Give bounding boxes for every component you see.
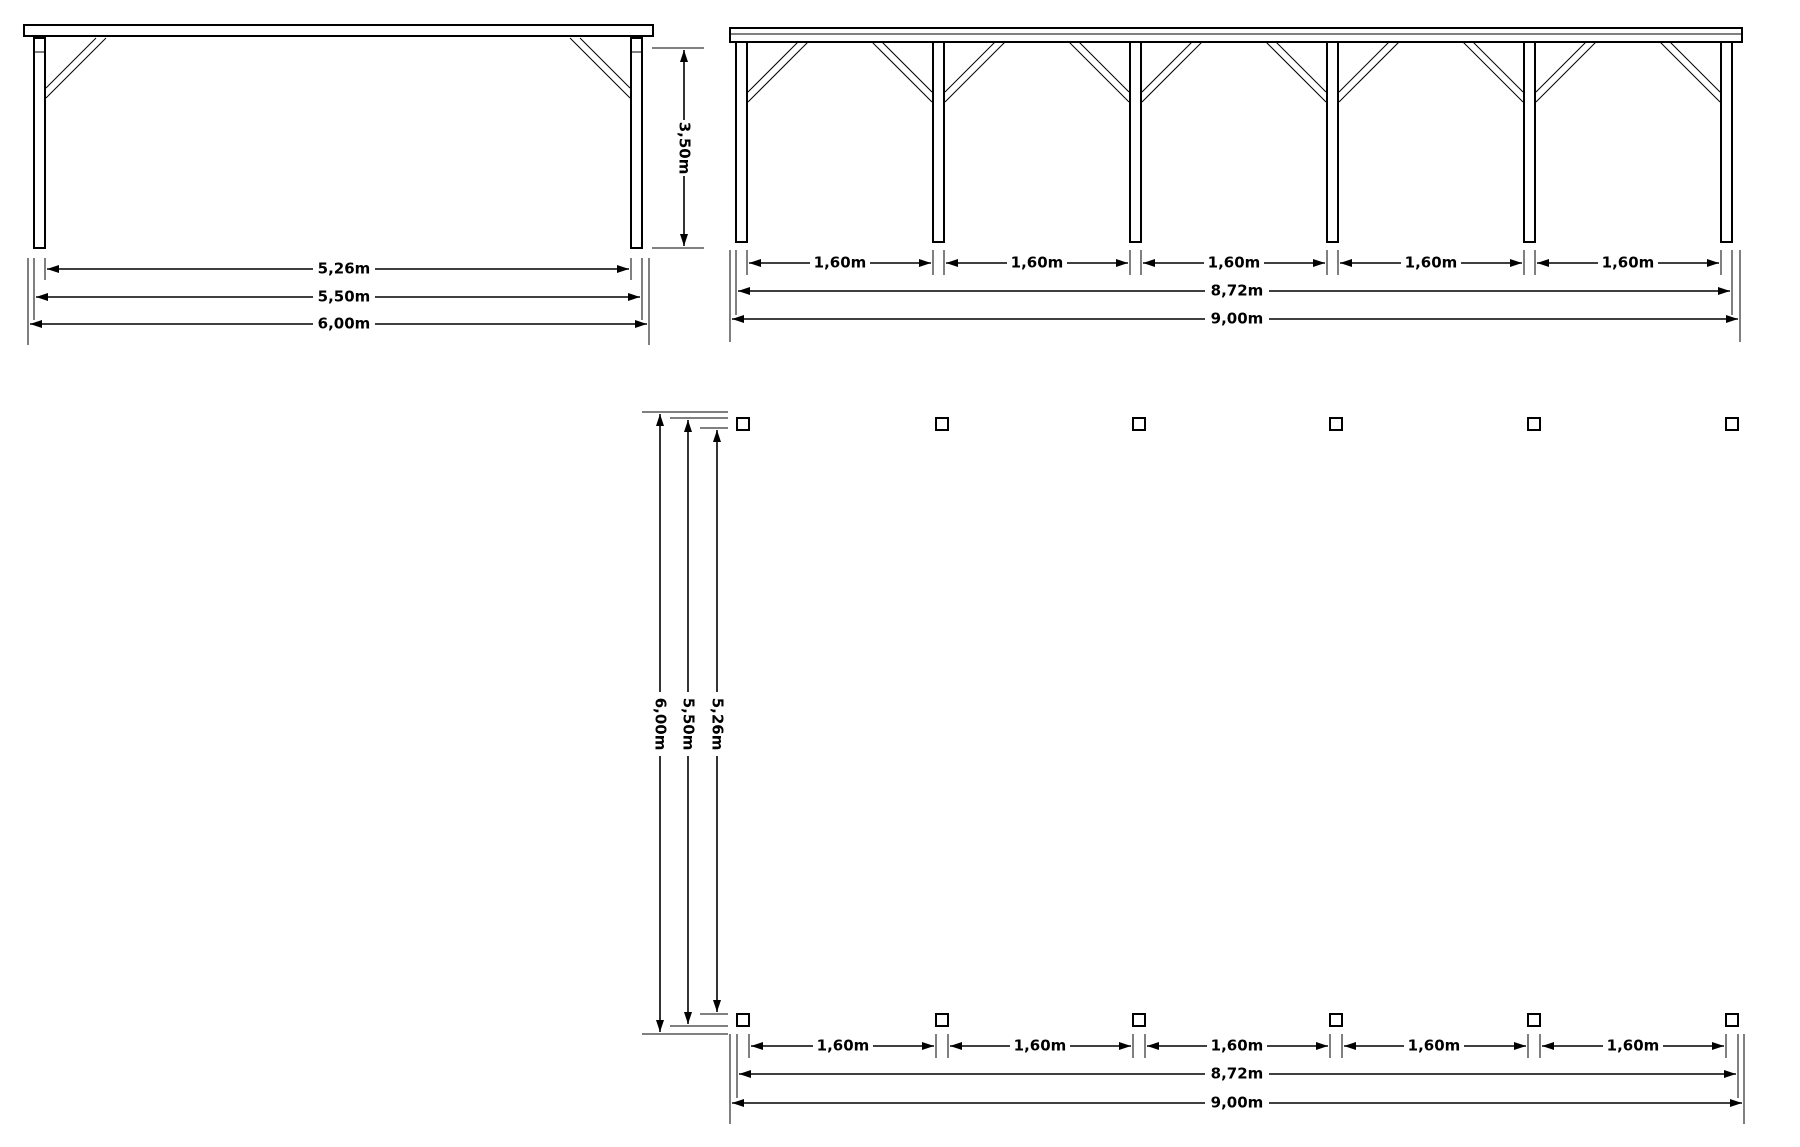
side-brace-right: [569, 37, 631, 99]
side-height-label: 3,50m: [676, 122, 694, 175]
front-post-5: [1523, 41, 1536, 243]
front-span-1: 1,60m: [814, 254, 867, 272]
side-post-left: [33, 37, 46, 249]
front-posts: [735, 41, 1733, 243]
front-dim-872: 8,72m: [1211, 282, 1264, 300]
plan-footing: [736, 1013, 750, 1027]
side-dim-600: 6,00m: [318, 315, 371, 333]
front-post-1: [735, 41, 748, 243]
side-post-right: [630, 37, 643, 249]
plan-footing: [1527, 1013, 1541, 1027]
plan-footing: [1725, 1013, 1739, 1027]
plan-footing: [736, 417, 750, 431]
plan-footing: [935, 417, 949, 431]
front-span-2: 1,60m: [1011, 254, 1064, 272]
plan-footing: [1132, 1013, 1146, 1027]
plan-footing: [1527, 417, 1541, 431]
plan-depth-526: 5,26m: [709, 698, 727, 751]
plan-footing: [935, 1013, 949, 1027]
plan-depth-550: 5,50m: [680, 698, 698, 751]
plan-view: 6,00m 5,50m 5,26m 1,60m 1,60m 1: [642, 411, 1745, 1124]
front-roof-beam: [729, 27, 1743, 43]
plan-footing: [1329, 1013, 1343, 1027]
plan-depth-600: 6,00m: [652, 698, 670, 751]
plan-footings-top: [736, 417, 1739, 431]
side-dim-526: 5,26m: [318, 260, 371, 278]
plan-span-5: 1,60m: [1607, 1037, 1660, 1055]
front-view: 1,60m 1,60m 1,60m 1,60m 1,60m 8,72m 9,00…: [729, 27, 1743, 342]
plan-footing: [1132, 417, 1146, 431]
front-span-5: 1,60m: [1602, 254, 1655, 272]
front-post-4: [1326, 41, 1339, 243]
plan-dim-872: 8,72m: [1211, 1065, 1264, 1083]
front-post-2: [932, 41, 945, 243]
front-braces: [747, 41, 1721, 103]
plan-span-2: 1,60m: [1014, 1037, 1067, 1055]
plan-dim-900: 9,00m: [1211, 1094, 1264, 1112]
plan-span-4: 1,60m: [1408, 1037, 1461, 1055]
side-brace-left: [45, 37, 107, 99]
side-view: 3,50m 5,26m 5,50m 6,00m: [23, 24, 704, 345]
front-span-4: 1,60m: [1405, 254, 1458, 272]
front-dim-900: 9,00m: [1211, 310, 1264, 328]
plan-footing: [1725, 417, 1739, 431]
plan-footing: [1329, 417, 1343, 431]
side-dim-550: 5,50m: [318, 288, 371, 306]
plan-footings-bottom: [736, 1013, 1739, 1027]
front-post-6: [1720, 41, 1733, 243]
front-post-3: [1129, 41, 1142, 243]
front-span-3: 1,60m: [1208, 254, 1261, 272]
plan-span-3: 1,60m: [1211, 1037, 1264, 1055]
plan-span-1: 1,60m: [817, 1037, 870, 1055]
side-roof-beam: [23, 24, 654, 37]
